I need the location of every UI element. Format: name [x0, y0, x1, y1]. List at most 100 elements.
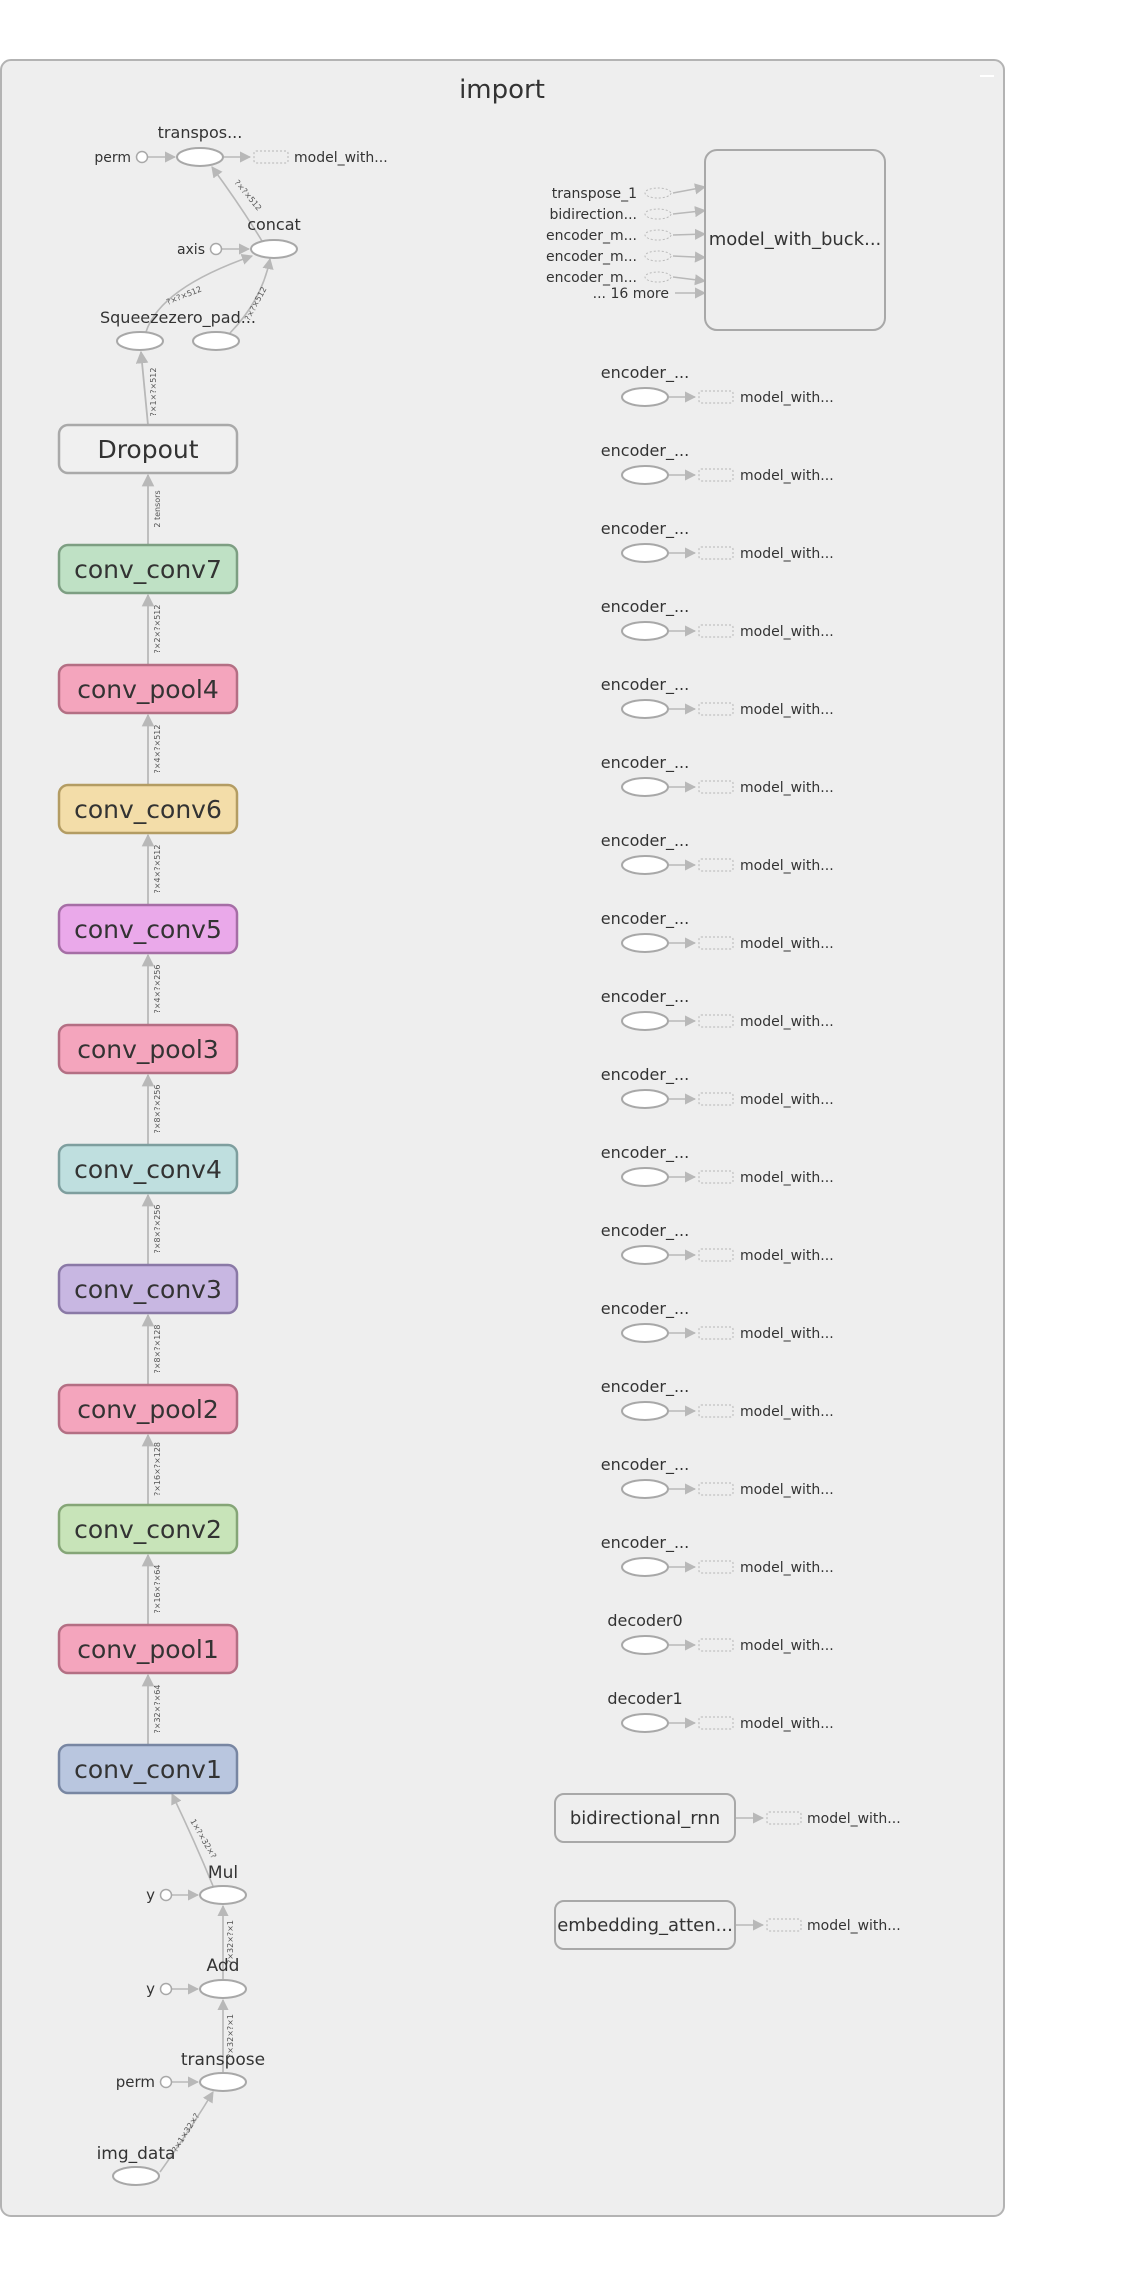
- placeholder-node[interactable]: [621, 1167, 669, 1187]
- stack-edge-label: ?×4×?×512: [153, 725, 162, 774]
- dropout-node[interactable]: [57, 423, 239, 475]
- placeholder-node[interactable]: [621, 1323, 669, 1343]
- transpose-out-ref[interactable]: [253, 150, 289, 164]
- placeholder-out-ref[interactable]: [698, 858, 734, 872]
- placeholder-label: encoder_...: [601, 363, 689, 383]
- embedding-atten--node[interactable]: [554, 1900, 736, 1950]
- conv-conv3-node[interactable]: [57, 1263, 239, 1315]
- stack-edge-label: ?×32×?×64: [153, 1685, 162, 1734]
- embedding-atten--out-ref[interactable]: [766, 1918, 802, 1932]
- conv-conv1-node[interactable]: [57, 1743, 239, 1795]
- zero-pad-node[interactable]: [192, 331, 240, 351]
- placeholder-out-ref[interactable]: [698, 624, 734, 638]
- mul-y-node[interactable]: [159, 1888, 173, 1902]
- conv-conv4-node[interactable]: [57, 1143, 239, 1195]
- transpose-bottom-node[interactable]: [199, 2072, 247, 2092]
- placeholder-node[interactable]: [621, 1401, 669, 1421]
- placeholder-node[interactable]: [621, 1245, 669, 1265]
- placeholder-out-ref[interactable]: [698, 1482, 734, 1496]
- placeholder-label: encoder_...: [601, 909, 689, 929]
- placeholder-node[interactable]: [621, 1479, 669, 1499]
- conv-conv7-node[interactable]: [57, 543, 239, 595]
- perm-top-node[interactable]: [135, 150, 149, 164]
- conv-pool4-node[interactable]: [57, 663, 239, 715]
- add-node[interactable]: [199, 1979, 247, 1999]
- dropout-to-squeeze-arrow: [135, 350, 149, 426]
- placeholder-node[interactable]: [621, 699, 669, 719]
- concat-to-transpose-arrow: [211, 166, 263, 242]
- conv-pool4-label: conv_pool4: [77, 675, 219, 704]
- conv-pool1-node[interactable]: [57, 1623, 239, 1675]
- bucket-input-ref[interactable]: [644, 187, 672, 199]
- conv-pool3-node[interactable]: [57, 1023, 239, 1075]
- bucket-input-ref[interactable]: [644, 271, 672, 283]
- placeholder-out-ref[interactable]: [698, 702, 734, 716]
- conv-conv7-label: conv_conv7: [74, 555, 222, 584]
- placeholder-out-ref[interactable]: [698, 780, 734, 794]
- transpose-top-label: transpos...: [158, 123, 243, 142]
- placeholder-out-ref[interactable]: [698, 546, 734, 560]
- placeholder-label: encoder_...: [601, 441, 689, 461]
- axis-node[interactable]: [209, 242, 223, 256]
- placeholder-node[interactable]: [621, 1713, 669, 1733]
- placeholder-node[interactable]: [621, 855, 669, 875]
- placeholder-node[interactable]: [621, 1011, 669, 1031]
- bucket-group-node[interactable]: [704, 149, 886, 331]
- placeholder-out-ref[interactable]: [698, 468, 734, 482]
- conv-pool2-node[interactable]: [57, 1383, 239, 1435]
- mul-node[interactable]: [199, 1885, 247, 1905]
- placeholder-out-ref[interactable]: [698, 1560, 734, 1574]
- bucket-input-ref[interactable]: [644, 208, 672, 220]
- placeholder-out-ref[interactable]: [698, 1404, 734, 1418]
- bucket-input-ref[interactable]: [644, 229, 672, 241]
- add-y-node[interactable]: [159, 1982, 173, 1996]
- conv-conv2-node[interactable]: [57, 1503, 239, 1555]
- placeholder-label: encoder_...: [601, 675, 689, 695]
- img-data-node[interactable]: [112, 2166, 160, 2186]
- conv-conv5-node[interactable]: [57, 903, 239, 955]
- placeholder-out-label: model_with...: [740, 624, 834, 640]
- conv-conv3-label: conv_conv3: [74, 1275, 222, 1304]
- placeholder-out-label: model_with...: [740, 1716, 834, 1732]
- placeholder-node[interactable]: [621, 1557, 669, 1577]
- placeholder-node[interactable]: [621, 1089, 669, 1109]
- placeholder-node[interactable]: [621, 1635, 669, 1655]
- squeeze-node[interactable]: [116, 331, 164, 351]
- transpose-top-node[interactable]: [176, 147, 224, 167]
- bidirectional-rnn-out-label: model_with...: [807, 1811, 901, 1827]
- stack-edge-label: 2 tensors: [153, 490, 162, 527]
- placeholder-out-ref[interactable]: [698, 936, 734, 950]
- placeholder-node[interactable]: [621, 465, 669, 485]
- placeholder-out-label: model_with...: [740, 1404, 834, 1420]
- bidirectional-rnn-node[interactable]: [554, 1793, 736, 1843]
- placeholder-node[interactable]: [621, 777, 669, 797]
- placeholder-label: encoder_...: [601, 753, 689, 773]
- transpose-out-label: model_with...: [294, 150, 388, 166]
- placeholder-node[interactable]: [621, 621, 669, 641]
- conv-conv6-node[interactable]: [57, 783, 239, 835]
- conv-pool1-label: conv_pool1: [77, 1635, 219, 1664]
- placeholder-out-ref[interactable]: [698, 1248, 734, 1262]
- bucket-input-ref[interactable]: [644, 250, 672, 262]
- stack-edge-label: ?×4×?×512: [153, 845, 162, 894]
- add-label: Add: [207, 1956, 240, 1976]
- bidirectional-rnn-out-ref[interactable]: [766, 1811, 802, 1825]
- squeeze-zero-pad-label: Squeezezero_pad...: [100, 308, 256, 328]
- placeholder-node[interactable]: [621, 387, 669, 407]
- placeholder-out-ref[interactable]: [698, 1014, 734, 1028]
- placeholder-out-ref[interactable]: [698, 390, 734, 404]
- placeholder-out-ref[interactable]: [698, 1326, 734, 1340]
- concat-node[interactable]: [250, 239, 298, 259]
- stack-edge-label: ?×16×?×64: [153, 1565, 162, 1614]
- placeholder-out-ref[interactable]: [698, 1638, 734, 1652]
- conv-pool3-label: conv_pool3: [77, 1035, 219, 1064]
- placeholder-node[interactable]: [621, 933, 669, 953]
- placeholder-out-ref[interactable]: [698, 1170, 734, 1184]
- placeholder-out-ref[interactable]: [698, 1716, 734, 1730]
- placeholder-out-ref[interactable]: [698, 1092, 734, 1106]
- import-group-box[interactable]: [0, 59, 1005, 2217]
- perm-bottom-node[interactable]: [159, 2075, 173, 2089]
- placeholder-out-label: model_with...: [740, 936, 834, 952]
- placeholder-node[interactable]: [621, 543, 669, 563]
